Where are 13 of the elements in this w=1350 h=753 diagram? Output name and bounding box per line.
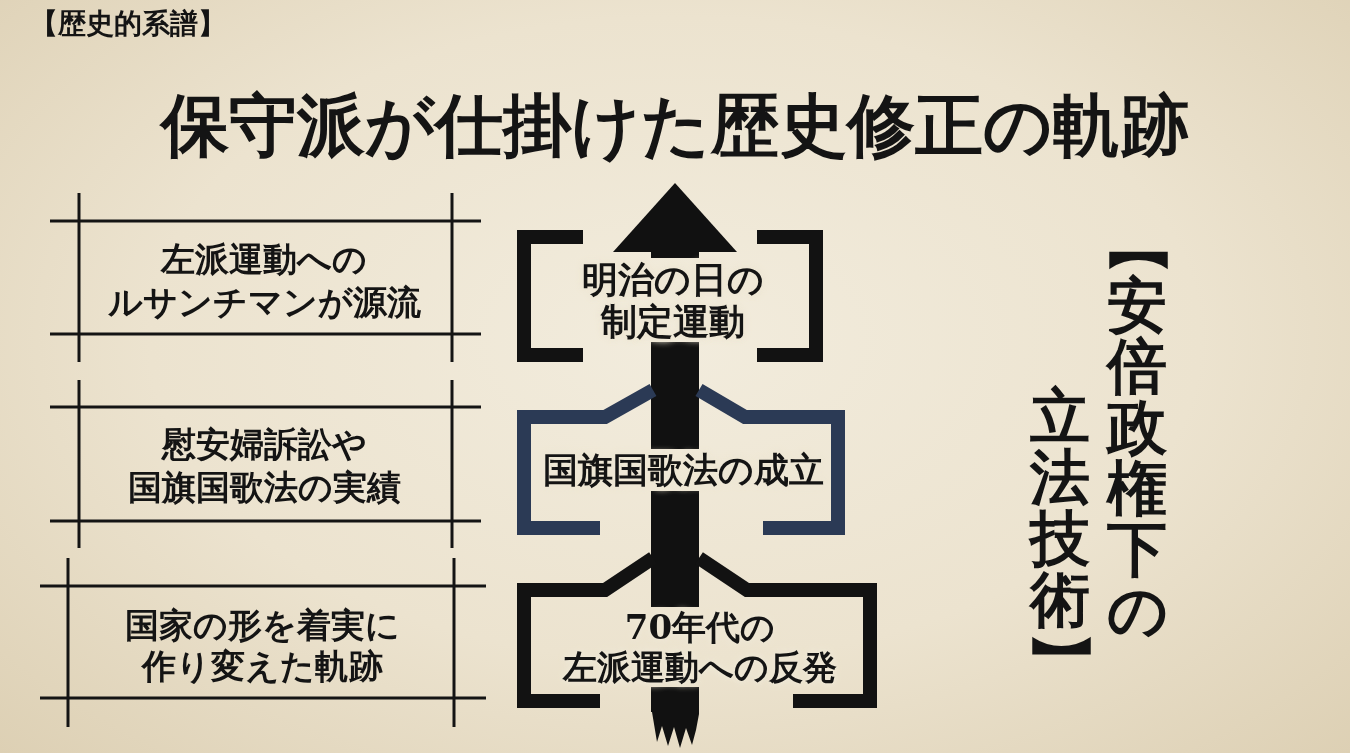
label-text: 国旗国歌法の成立 <box>542 449 824 491</box>
label-text: 国家の形を着実に作り変えた軌跡 <box>124 605 400 687</box>
ruled-frame <box>50 193 481 362</box>
ruled-frame <box>50 380 481 548</box>
title: 保守派が仕掛けた歴史修正の軌跡 <box>161 85 1189 165</box>
label-text: 慰安婦訴訟や国旗国歌法の実績 <box>127 423 401 509</box>
section-label: 【歴史的系譜】 <box>30 6 226 42</box>
label-text: 左派運動へのルサンチマンが源流 <box>107 238 421 324</box>
arrow-shaft <box>651 491 699 607</box>
ruled-frame <box>40 558 486 727</box>
label-text: 70年代の左派運動への反発 <box>563 607 837 687</box>
arrow <box>613 183 737 258</box>
label-text: 明治の日の制定運動 <box>582 258 764 342</box>
